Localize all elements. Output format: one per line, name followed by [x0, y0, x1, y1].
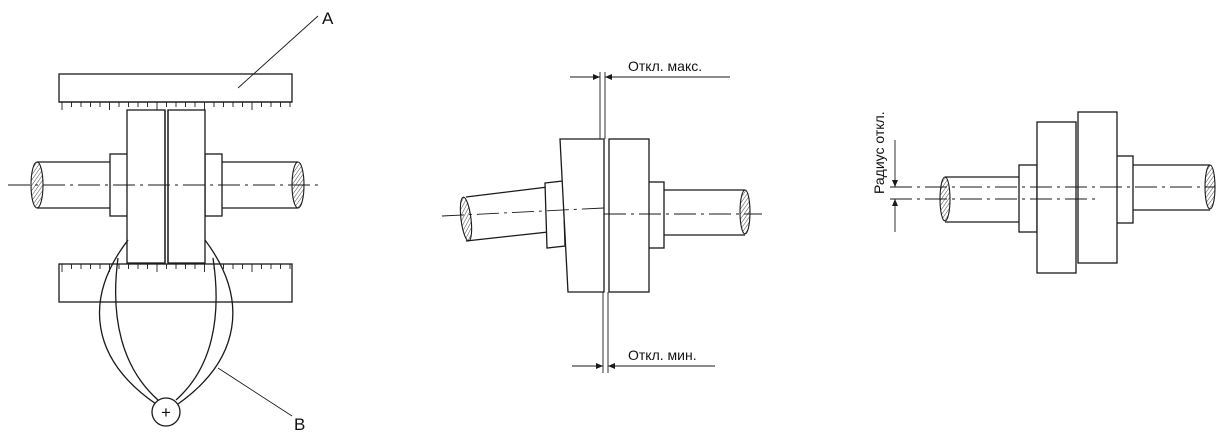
- label-min-deviation: Откл. мин.: [628, 347, 697, 363]
- right-hub-3: [1115, 155, 1134, 224]
- right-shaft-offset: [1130, 164, 1216, 211]
- plus-icon: +: [161, 403, 171, 422]
- label-radius-deviation: Радиус откл.: [871, 111, 887, 194]
- label-b: B: [294, 415, 305, 432]
- leader-b: [217, 367, 293, 417]
- figure-angular-deviation: Откл. макс. Откл. мин.: [441, 58, 762, 373]
- left-hub-3: [1018, 164, 1038, 233]
- bottom-ruler: [58, 263, 293, 303]
- left-shaft-offset: [939, 176, 1021, 223]
- leader-a: [237, 15, 319, 89]
- coupling-half-straight: [608, 138, 650, 293]
- figure-ruler-caliper: + A B: [8, 9, 334, 432]
- left-hub-tilted: [544, 180, 566, 249]
- coupling-half-upper: [1077, 111, 1118, 264]
- right-shaft-straight: [661, 189, 751, 236]
- coupling-half-left: [126, 109, 166, 264]
- label-max-deviation: Откл. макс.: [628, 58, 702, 74]
- top-ruler: [58, 73, 293, 110]
- centerline-2-left: [441, 207, 605, 217]
- figure-radial-deviation: Радиус откл.: [871, 111, 1216, 274]
- coupling-half-lower: [1036, 121, 1077, 274]
- label-a: A: [322, 9, 334, 28]
- caliper-pivot: [151, 397, 181, 427]
- caliper: +: [98, 239, 234, 427]
- left-shaft-tilted: [459, 186, 549, 242]
- coupling-half-tilted: [559, 138, 605, 293]
- coupling-half-right: [167, 109, 206, 264]
